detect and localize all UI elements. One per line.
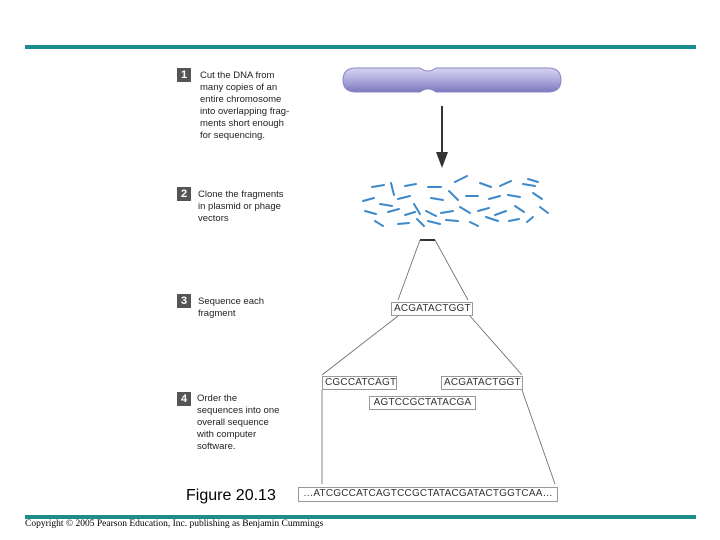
fragment-sequence-box: ACGATACTGGT [391, 302, 473, 316]
dna-fragment [488, 195, 501, 200]
dna-fragment [527, 178, 539, 183]
dna-fragment [508, 218, 520, 222]
dna-fragment [514, 205, 525, 213]
step-3-text: Sequence each fragment [198, 296, 265, 319]
overlap-connector-lines [321, 315, 556, 485]
dna-fragment [445, 219, 459, 222]
dna-fragment [397, 222, 410, 225]
dna-fragment [499, 180, 512, 187]
dna-fragment [440, 210, 454, 214]
dna-fragment [364, 210, 377, 215]
dna-fragment [526, 216, 534, 223]
dna-fragment [539, 206, 549, 214]
dna-fragment [507, 194, 521, 198]
dna-fragment [427, 220, 441, 225]
dna-fragment [448, 190, 459, 201]
figure-label: Figure 20.13 [186, 487, 276, 504]
dna-fragment [371, 184, 385, 188]
dna-fragments [362, 175, 549, 227]
dna-fragment [397, 195, 411, 200]
dna-fragment [379, 203, 393, 207]
dna-fragment [454, 175, 468, 183]
overlap-left-sequence-box: CGCCATCAGT [322, 376, 397, 390]
dna-fragment [404, 183, 417, 187]
step-3-badge: 3 [177, 294, 191, 308]
dna-fragment [494, 210, 507, 216]
down-arrow-icon [436, 106, 448, 168]
dna-fragment [532, 192, 543, 200]
dna-fragment [413, 203, 421, 215]
dna-fragment [390, 182, 395, 196]
dna-fragment [522, 183, 536, 187]
dna-fragment [362, 197, 375, 202]
dna-fragment [430, 197, 444, 201]
dna-fragment [477, 207, 490, 212]
overlap-right-sequence-box: ACGATACTGGT [441, 376, 523, 390]
chromosome-shape [342, 67, 562, 93]
step-2-text: Clone the fragments in plasmid or phage … [198, 189, 284, 224]
overlap-middle-sequence-box: AGTCCGCTATACGA [369, 396, 476, 410]
bottom-accent-bar [25, 515, 696, 519]
copyright-notice: Copyright © 2005 Pearson Education, Inc.… [25, 519, 324, 529]
step-4-text: Order the sequences into one overall seq… [197, 393, 280, 452]
dna-fragment [485, 216, 499, 222]
step-2-badge: 2 [177, 187, 191, 201]
dna-fragment [425, 210, 437, 217]
dna-fragment [374, 220, 384, 227]
dna-fragment [469, 221, 479, 227]
dna-fragment [404, 211, 416, 216]
dna-fragment [479, 182, 492, 188]
overall-sequence-box: …ATCGCCATCAGTCCGCTATACGATACTGGTCAA… [298, 487, 558, 502]
step-1-badge: 1 [177, 68, 191, 82]
dna-fragment [387, 208, 400, 213]
top-accent-bar [25, 45, 696, 49]
fragment-connector-lines [397, 239, 469, 301]
step-4-badge: 4 [177, 392, 191, 406]
step-1-text: Cut the DNA from many copies of an entir… [200, 70, 290, 141]
dna-fragment [416, 218, 425, 227]
dna-fragment [459, 206, 471, 214]
